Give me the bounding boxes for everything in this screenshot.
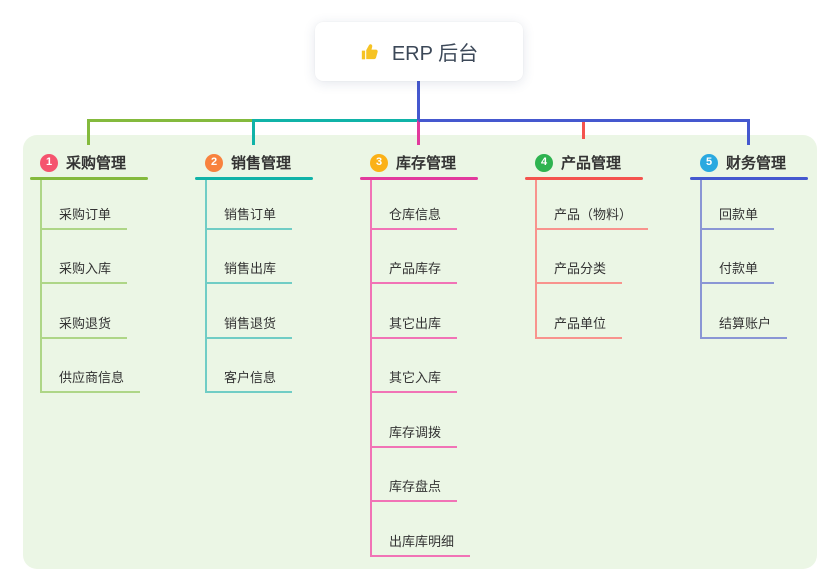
branch-3: 3 库存管理 仓库信息产品库存其它出库其它入库库存调拨库存盘点出库库明细	[360, 148, 525, 557]
branch-trunk-line	[535, 180, 537, 339]
child-node[interactable]: 采购退货	[30, 284, 195, 339]
child-label: 采购入库	[40, 258, 128, 284]
branch-5: 5 财务管理 回款单付款单结算账户	[690, 148, 839, 339]
child-node[interactable]: 产品（物料）	[525, 175, 690, 230]
child-label: 库存调拨	[370, 422, 458, 448]
child-node[interactable]: 采购订单	[30, 175, 195, 230]
child-label: 产品库存	[370, 258, 458, 284]
child-label: 销售订单	[205, 204, 293, 230]
branch-underline	[195, 177, 313, 180]
branch-header[interactable]: 2 销售管理	[195, 148, 360, 177]
child-node[interactable]: 销售出库	[195, 230, 360, 284]
branch-trunk-line	[370, 180, 372, 557]
branches-panel	[23, 135, 817, 569]
branch-1: 1 采购管理 采购订单采购入库采购退货供应商信息	[30, 148, 195, 393]
child-node[interactable]: 回款单	[690, 175, 839, 230]
branch-underline	[525, 177, 643, 180]
child-node[interactable]: 库存调拨	[360, 393, 525, 448]
child-node[interactable]: 客户信息	[195, 339, 360, 393]
branch-title: 库存管理	[396, 155, 457, 172]
branch-children: 仓库信息产品库存其它出库其它入库库存调拨库存盘点出库库明细	[360, 175, 525, 557]
child-label: 采购退货	[40, 313, 128, 339]
branch-trunk-line	[40, 180, 42, 393]
branch-number-badge: 2	[205, 153, 223, 172]
child-node[interactable]: 采购入库	[30, 230, 195, 284]
root-label: ERP 后台	[391, 43, 479, 65]
branch-number-badge: 5	[700, 153, 718, 172]
child-node[interactable]: 付款单	[690, 230, 839, 284]
branch-title: 产品管理	[561, 155, 622, 172]
branch-children: 销售订单销售出库销售退货客户信息	[195, 175, 360, 393]
child-node[interactable]: 销售退货	[195, 284, 360, 339]
child-label: 回款单	[700, 204, 775, 230]
child-label: 仓库信息	[370, 204, 458, 230]
branch-title: 销售管理	[231, 155, 292, 172]
child-node[interactable]: 结算账户	[690, 284, 839, 339]
child-node[interactable]: 产品库存	[360, 230, 525, 284]
child-node[interactable]: 其它入库	[360, 339, 525, 393]
branch-trunk-line	[205, 180, 207, 393]
thumbs-up-icon	[360, 41, 382, 63]
child-label: 销售出库	[205, 258, 293, 284]
branch-header[interactable]: 3 库存管理	[360, 148, 525, 177]
child-label: 库存盘点	[370, 476, 458, 502]
child-node[interactable]: 产品单位	[525, 284, 690, 339]
child-label: 出库库明细	[370, 531, 471, 557]
branch-trunk-line	[700, 180, 702, 339]
child-label: 产品单位	[535, 313, 623, 339]
child-label: 其它入库	[370, 367, 458, 393]
child-label: 付款单	[700, 258, 775, 284]
child-node[interactable]: 出库库明细	[360, 502, 525, 557]
branch-title: 采购管理	[66, 155, 127, 172]
branch-number-badge: 4	[535, 153, 553, 172]
child-node[interactable]: 库存盘点	[360, 448, 525, 502]
branch-children: 采购订单采购入库采购退货供应商信息	[30, 175, 195, 393]
branch-2: 2 销售管理 销售订单销售出库销售退货客户信息	[195, 148, 360, 393]
child-label: 客户信息	[205, 367, 293, 393]
child-label: 销售退货	[205, 313, 293, 339]
child-label: 产品分类	[535, 258, 623, 284]
branch-underline	[30, 177, 148, 180]
branch-number-badge: 1	[40, 153, 58, 172]
branch-header[interactable]: 4 产品管理	[525, 148, 690, 177]
branch-header[interactable]: 1 采购管理	[30, 148, 195, 177]
child-label: 结算账户	[700, 313, 788, 339]
child-node[interactable]: 供应商信息	[30, 339, 195, 393]
branch-underline	[690, 177, 808, 180]
branch-underline	[360, 177, 478, 180]
branch-title: 财务管理	[726, 155, 787, 172]
branch-header[interactable]: 5 财务管理	[690, 148, 839, 177]
child-node[interactable]: 销售订单	[195, 175, 360, 230]
branch-children: 产品（物料） 产品分类产品单位	[525, 175, 690, 339]
root-node[interactable]: ERP 后台	[315, 22, 523, 81]
branch-number-badge: 3	[370, 153, 388, 172]
child-label: 采购订单	[40, 204, 128, 230]
child-node[interactable]: 仓库信息	[360, 175, 525, 230]
child-label: 供应商信息	[40, 367, 141, 393]
branch-4: 4 产品管理 产品（物料） 产品分类产品单位	[525, 148, 690, 339]
child-label: 其它出库	[370, 313, 458, 339]
child-node[interactable]: 产品分类	[525, 230, 690, 284]
child-label: 产品（物料）	[535, 204, 649, 230]
branch-children: 回款单付款单结算账户	[690, 175, 839, 339]
child-node[interactable]: 其它出库	[360, 284, 525, 339]
